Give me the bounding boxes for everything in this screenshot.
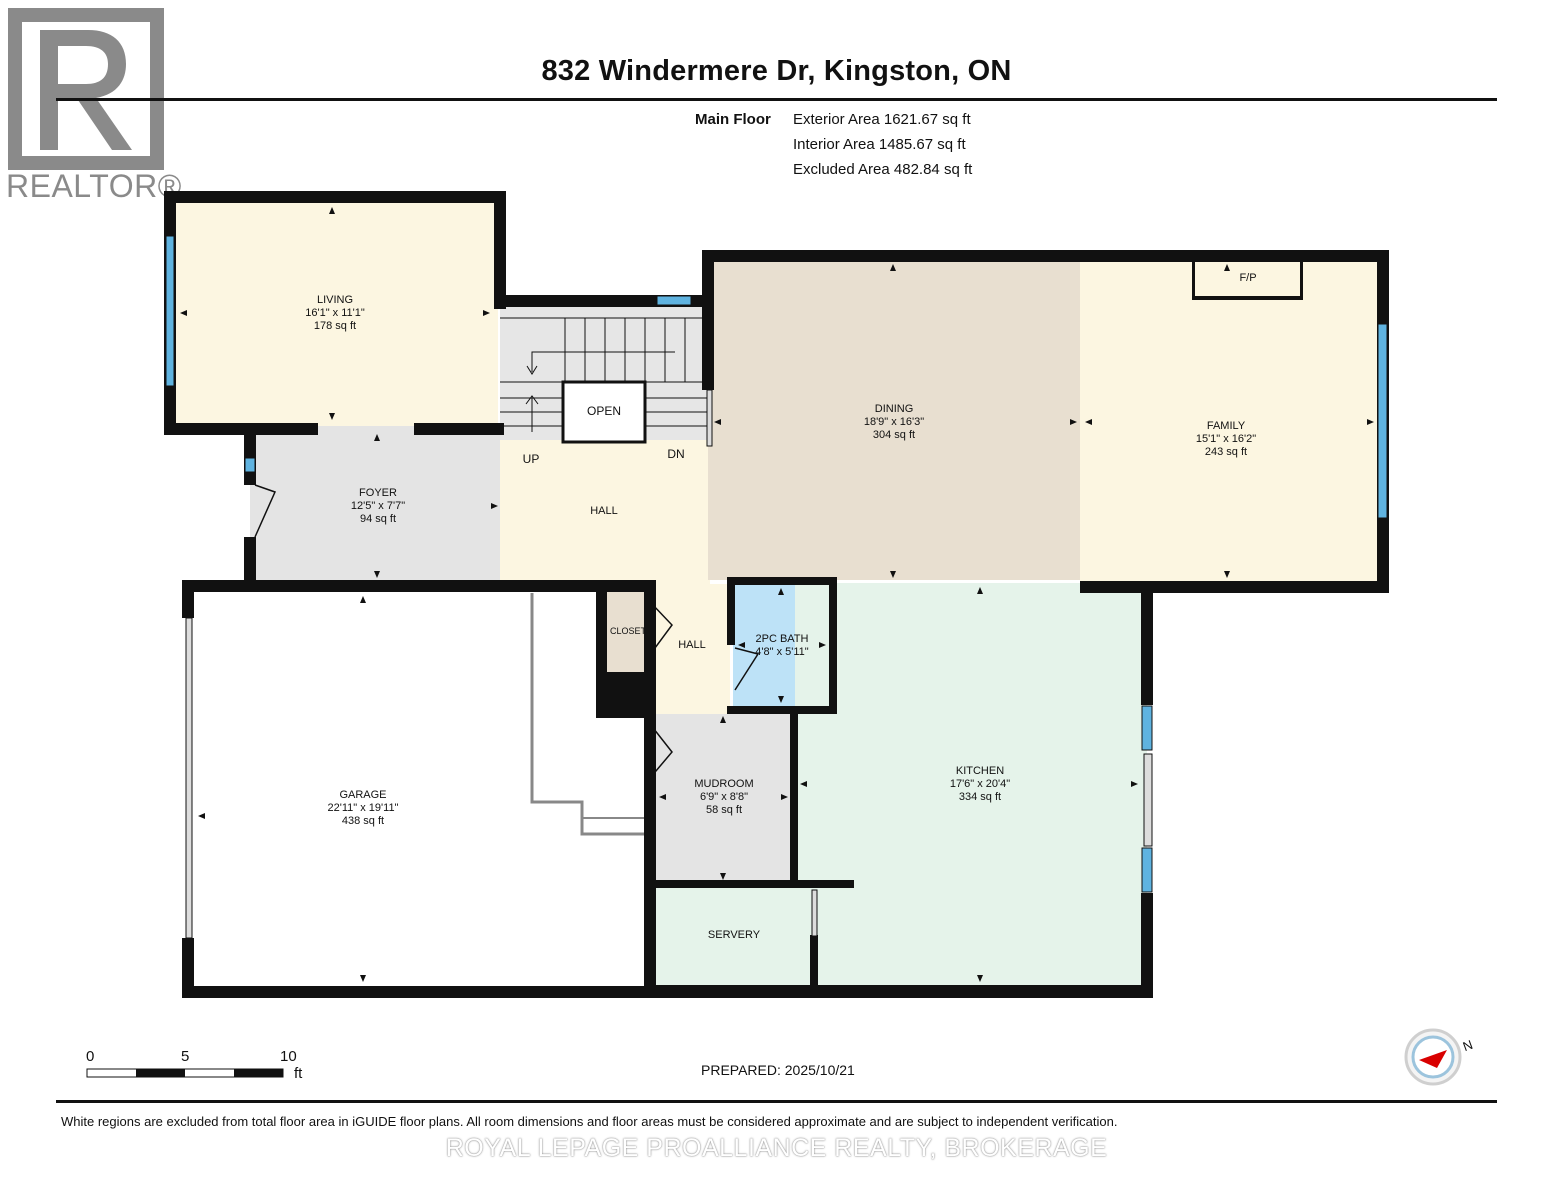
excluded-area: Excluded Area 482.84 sq ft xyxy=(793,161,973,178)
mudroom-fill xyxy=(655,714,793,886)
room-dining-name: DINING xyxy=(874,403,914,415)
living-fill xyxy=(170,198,498,426)
stairs-up-label: UP xyxy=(522,452,540,466)
room-hall-lower: HALL xyxy=(678,639,706,651)
room-servery: SERVERY xyxy=(707,929,761,941)
scale-label-10: 10 xyxy=(280,1048,297,1065)
stair-arrow-up xyxy=(525,395,539,405)
realtor-logo: REALTOR® xyxy=(0,0,182,210)
room-open: OPEN xyxy=(586,404,621,418)
room-living-name: LIVING xyxy=(316,294,354,306)
room-kitchen-area: 334 sq ft xyxy=(958,791,1002,803)
servery-fill xyxy=(655,888,815,991)
page-title: 832 Windermere Dr, Kingston, ON xyxy=(541,55,1012,87)
room-living-dims: 16'1" x 11'1" xyxy=(305,307,365,319)
title-divider xyxy=(56,98,1497,101)
room-mudroom: MUDROOM 6'9" x 8'8" 58 sq ft xyxy=(674,778,774,817)
compass-icon xyxy=(1404,1028,1462,1086)
room-closet: CLOSET xyxy=(609,626,646,636)
room-bath-name: 2PC BATH xyxy=(755,633,809,645)
room-mudroom-name: MUDROOM xyxy=(694,778,754,790)
scale-label-5: 5 xyxy=(181,1048,190,1065)
room-garage-name: GARAGE xyxy=(339,789,387,801)
scale-unit: ft xyxy=(294,1065,303,1082)
room-family-name: FAMILY xyxy=(1206,420,1246,432)
brokerage-watermark: ROYAL LEPAGE PROALLIANCE REALTY, BROKERA… xyxy=(445,1134,1108,1162)
realtor-logo-mark xyxy=(8,8,164,170)
foyer-fill xyxy=(250,426,500,584)
room-mudroom-area: 58 sq ft xyxy=(705,804,743,816)
room-dining-dims: 18'9" x 16'3" xyxy=(863,416,925,428)
room-living: LIVING 16'1" x 11'1" 178 sq ft xyxy=(285,294,385,333)
dimension-arrows xyxy=(180,207,1374,982)
room-hall-upper: HALL xyxy=(590,505,618,517)
room-family: FAMILY 15'1" x 16'2" 243 sq ft xyxy=(1176,420,1276,459)
disclaimer-text: White regions are excluded from total fl… xyxy=(61,1114,1118,1129)
footer-divider xyxy=(56,1100,1497,1103)
kitchen-fill xyxy=(795,583,1147,991)
room-mudroom-dims: 6'9" x 8'8" xyxy=(699,791,749,803)
prepared-date: PREPARED: 2025/10/21 xyxy=(701,1062,855,1078)
scale-bar xyxy=(86,1068,284,1078)
open-void xyxy=(561,380,647,444)
stair-treads xyxy=(500,317,708,432)
dining-fill xyxy=(708,258,1080,580)
room-bath-dims: 4'8" x 5'11" xyxy=(755,646,809,658)
room-foyer-dims: 12'5" x 7'7" xyxy=(350,500,406,512)
garage-fill xyxy=(190,590,650,992)
exterior-area: Exterior Area 1621.67 sq ft xyxy=(793,111,971,128)
room-garage-dims: 22'11" x 19'11" xyxy=(327,802,399,814)
room-foyer: FOYER 12'5" x 7'7" 94 sq ft xyxy=(328,487,428,526)
doors xyxy=(254,484,760,779)
room-kitchen: KITCHEN 17'6" x 20'4" 334 sq ft xyxy=(930,765,1030,804)
scale-label-0: 0 xyxy=(86,1048,95,1065)
floor-label: Main Floor xyxy=(695,111,771,128)
hall-lower-fill xyxy=(655,584,730,714)
room-garage: GARAGE 22'11" x 19'11" 438 sq ft xyxy=(308,789,418,828)
room-living-area: 178 sq ft xyxy=(313,320,357,332)
room-foyer-name: FOYER xyxy=(359,487,397,499)
room-dining-area: 304 sq ft xyxy=(872,429,916,441)
realtor-logo-text: REALTOR® xyxy=(6,168,182,204)
room-fireplace: F/P xyxy=(1239,272,1257,284)
family-fill xyxy=(1080,258,1382,586)
room-dining: DINING 18'9" x 16'3" 304 sq ft xyxy=(844,403,944,442)
room-bath: 2PC BATH 4'8" x 5'11" xyxy=(742,633,822,659)
room-kitchen-dims: 17'6" x 20'4" xyxy=(949,778,1011,790)
room-garage-area: 438 sq ft xyxy=(341,815,385,827)
room-family-area: 243 sq ft xyxy=(1204,446,1248,458)
room-kitchen-name: KITCHEN xyxy=(955,765,1005,777)
interior-area: Interior Area 1485.67 sq ft xyxy=(793,136,966,153)
garage-step-line xyxy=(530,593,645,836)
stair-arrow-down xyxy=(526,365,538,375)
closet-fill xyxy=(607,590,649,672)
room-family-dims: 15'1" x 16'2" xyxy=(1195,433,1257,445)
room-foyer-area: 94 sq ft xyxy=(359,513,397,525)
glass-doors xyxy=(185,389,1153,939)
windows xyxy=(165,235,1388,893)
hall-fill xyxy=(500,440,710,584)
stairs-down-label: DN xyxy=(667,447,685,461)
